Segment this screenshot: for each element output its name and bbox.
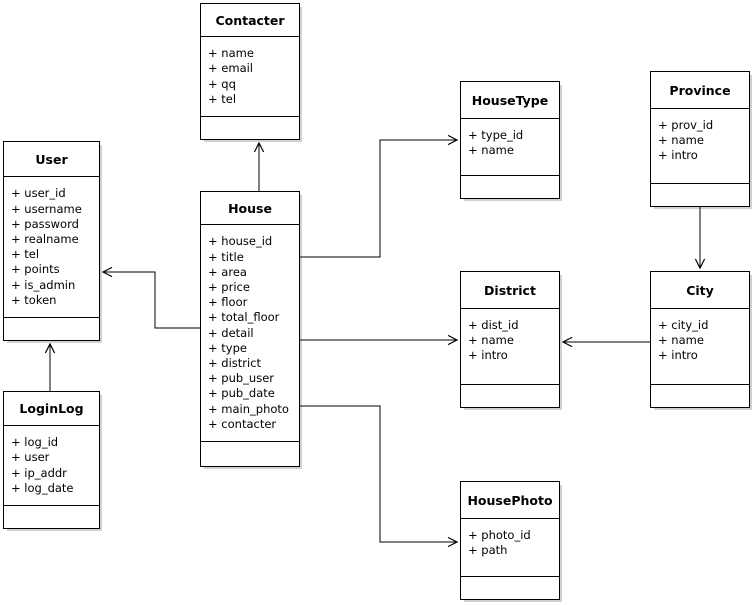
- class-attribute: + points: [11, 262, 60, 277]
- class-attribute: + area: [208, 264, 247, 279]
- class-attribute: + path: [468, 543, 508, 558]
- uml-class-province[interactable]: Province+ prov_id+ name+ intro: [650, 71, 750, 207]
- class-operations-housephoto: [461, 577, 559, 599]
- class-attribute: + dist_id: [468, 318, 519, 332]
- class-attribute: + district: [208, 355, 262, 370]
- class-operations-house: [201, 442, 299, 466]
- uml-class-loginlog[interactable]: LoginLog+ log_id+ user+ ip_addr+ log_dat…: [3, 391, 100, 529]
- class-attributes-housetype: + type_id+ name: [461, 119, 559, 176]
- class-attribute: + contacter: [208, 416, 277, 431]
- uml-class-district[interactable]: District+ dist_id+ name+ intro: [460, 271, 560, 408]
- edge-house-user: [101, 266, 200, 329]
- class-attribute: + token: [11, 292, 57, 307]
- class-operations-loginlog: [4, 506, 99, 528]
- class-attribute: + name: [658, 133, 704, 148]
- class-operations-province: [651, 184, 749, 206]
- class-attribute: + is_admin: [11, 277, 76, 292]
- class-attributes-user: + user_id+ username+ password+ realname+…: [4, 177, 99, 318]
- class-attribute: + main_photo: [208, 401, 289, 416]
- class-attribute: + log_id: [11, 435, 59, 450]
- class-attribute: + city_id: [658, 318, 709, 332]
- edge-house-housetype: [300, 134, 459, 258]
- class-name-house: House: [201, 192, 299, 226]
- class-name-housephoto: HousePhoto: [461, 482, 559, 519]
- uml-class-house[interactable]: House+ house_id+ title+ area+ price+ flo…: [200, 191, 300, 467]
- class-attribute: + floor: [208, 295, 248, 310]
- class-name-district: District: [461, 272, 559, 309]
- uml-class-housephoto[interactable]: HousePhoto+ photo_id+ path: [460, 481, 560, 600]
- class-attribute: + detail: [208, 325, 254, 340]
- class-attribute: + tel: [208, 91, 237, 106]
- class-attribute: + photo_id: [468, 528, 531, 542]
- class-attributes-city: + city_id+ name+ intro: [651, 309, 749, 385]
- class-name-housetype: HouseType: [461, 82, 559, 119]
- class-name-user: User: [4, 142, 99, 178]
- edge-house-district: [300, 334, 459, 346]
- class-attribute: + intro: [658, 348, 698, 363]
- class-attributes-loginlog: + log_id+ user+ ip_addr+ log_date: [4, 426, 99, 506]
- class-attribute: + realname: [11, 231, 79, 246]
- class-attribute: + name: [468, 333, 514, 348]
- class-attribute: + log_date: [11, 480, 74, 495]
- class-attribute: + prov_id: [658, 118, 714, 132]
- class-attributes-province: + prov_id+ name+ intro: [651, 109, 749, 184]
- class-attribute: + intro: [658, 148, 698, 163]
- class-attribute: + name: [208, 46, 254, 61]
- class-attribute: + intro: [468, 348, 508, 363]
- class-attribute: + type: [208, 340, 247, 355]
- class-attribute: + price: [208, 279, 250, 294]
- class-attribute: + tel: [11, 247, 40, 262]
- class-operations-district: [461, 385, 559, 407]
- class-attributes-contacter: + name+ email+ qq+ tel: [201, 37, 299, 117]
- class-name-city: City: [651, 272, 749, 309]
- class-operations-user: [4, 318, 99, 340]
- class-attribute: + password: [11, 216, 79, 231]
- edge-province-city: [694, 207, 706, 270]
- class-attribute: + name: [468, 143, 514, 158]
- class-operations-housetype: [461, 176, 559, 198]
- class-attribute: + pub_user: [208, 371, 275, 386]
- class-attribute: + total_floor: [208, 310, 280, 325]
- class-operations-contacter: [201, 117, 299, 139]
- class-attribute: + title: [208, 249, 244, 264]
- class-operations-city: [651, 385, 749, 407]
- edge-loginlog-user: [44, 342, 56, 391]
- class-name-contacter: Contacter: [201, 4, 299, 38]
- class-attribute: + ip_addr: [11, 465, 67, 480]
- class-attributes-housephoto: + photo_id+ path: [461, 519, 559, 577]
- edge-house-contacter: [253, 141, 265, 191]
- class-attributes-house: + house_id+ title+ area+ price+ floor+ t…: [201, 225, 299, 442]
- class-attribute: + user: [11, 450, 50, 465]
- edge-house-housephoto: [300, 405, 459, 548]
- uml-class-housetype[interactable]: HouseType+ type_id+ name: [460, 81, 560, 199]
- uml-class-city[interactable]: City+ city_id+ name+ intro: [650, 271, 750, 408]
- uml-class-contacter[interactable]: Contacter+ name+ email+ qq+ tel: [200, 3, 300, 140]
- class-attribute: + user_id: [11, 186, 66, 201]
- class-attribute: + qq: [208, 76, 236, 91]
- edge-city-district: [561, 336, 650, 348]
- class-name-loginlog: LoginLog: [4, 392, 99, 427]
- class-attribute: + house_id: [208, 234, 273, 249]
- class-attribute: + email: [208, 61, 254, 76]
- class-attribute: + type_id: [468, 128, 524, 142]
- class-attribute: + pub_date: [208, 386, 275, 401]
- uml-class-user[interactable]: User+ user_id+ username+ password+ realn…: [3, 141, 100, 341]
- class-attribute: + username: [11, 201, 82, 216]
- class-attributes-district: + dist_id+ name+ intro: [461, 309, 559, 385]
- class-name-province: Province: [651, 72, 749, 109]
- class-attribute: + name: [658, 333, 704, 348]
